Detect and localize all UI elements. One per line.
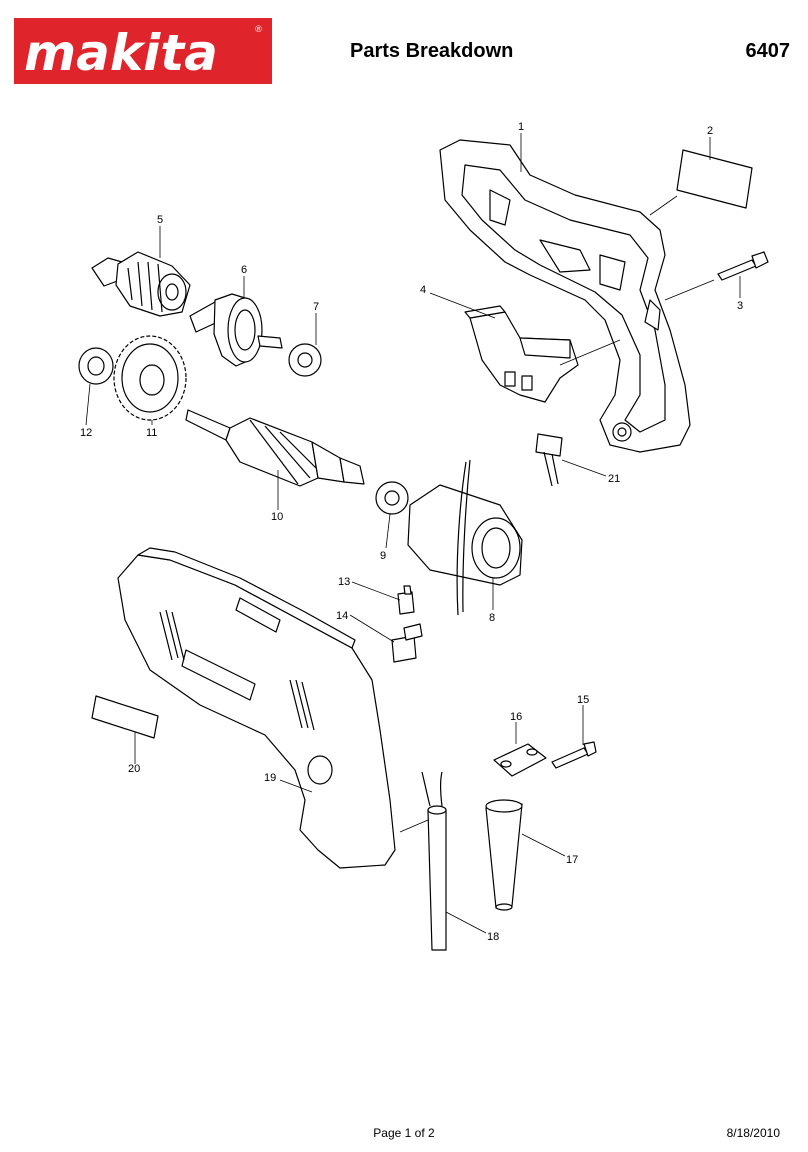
part-9-bearing bbox=[375, 481, 409, 515]
part-11-gear bbox=[113, 335, 187, 421]
part-5-chuck bbox=[91, 251, 191, 317]
print-date: 8/18/2010 bbox=[726, 1126, 780, 1140]
callout-4: 4 bbox=[420, 284, 426, 296]
callout-8: 8 bbox=[489, 612, 495, 624]
callout-9: 9 bbox=[380, 550, 386, 562]
callout-2: 2 bbox=[707, 125, 713, 137]
part-10-armature bbox=[185, 409, 365, 487]
callout-16: 16 bbox=[510, 711, 522, 723]
callout-19: 19 bbox=[264, 772, 276, 784]
part-1-housing bbox=[439, 139, 691, 453]
leader-lines bbox=[85, 133, 741, 934]
brand-wordmark: makita bbox=[24, 24, 218, 82]
page-number: Page 1 of 2 bbox=[373, 1126, 435, 1140]
callouts: 1 2 3 4 5 6 7 8 9 10 11 12 13 14 15 16 1… bbox=[80, 121, 743, 943]
part-14-carbon-brush bbox=[391, 623, 423, 663]
part-2-label bbox=[676, 149, 753, 209]
part-8-field bbox=[407, 459, 523, 616]
makita-logo: makita ® bbox=[14, 18, 272, 84]
callout-15: 15 bbox=[577, 694, 589, 706]
callout-14: 14 bbox=[336, 610, 348, 622]
callout-7: 7 bbox=[313, 301, 319, 313]
callout-3: 3 bbox=[737, 300, 743, 312]
part-18-power-cord bbox=[421, 771, 447, 951]
callout-10: 10 bbox=[271, 511, 283, 523]
callout-18: 18 bbox=[487, 931, 499, 943]
part-16-cord-clamp bbox=[493, 743, 547, 777]
callout-12: 12 bbox=[80, 427, 92, 439]
part-6-spindle-gear bbox=[189, 293, 283, 367]
registered-mark: ® bbox=[254, 25, 263, 35]
part-21-capacitor bbox=[535, 433, 563, 487]
part-12-bearing bbox=[78, 347, 114, 385]
callout-5: 5 bbox=[157, 214, 163, 226]
callout-6: 6 bbox=[241, 264, 247, 276]
callout-13: 13 bbox=[338, 576, 350, 588]
part-7-bearing bbox=[288, 343, 322, 377]
callout-11: 11 bbox=[146, 427, 157, 439]
part-20-label bbox=[91, 695, 159, 739]
callout-17: 17 bbox=[566, 854, 578, 866]
part-13-brush-holder bbox=[397, 585, 415, 615]
callout-20: 20 bbox=[128, 763, 140, 775]
part-3-screw bbox=[717, 251, 769, 281]
page-title: Parts Breakdown bbox=[350, 40, 514, 62]
part-15-screw bbox=[551, 741, 597, 769]
part-19-housing-set bbox=[117, 547, 396, 869]
callout-1: 1 bbox=[518, 121, 524, 133]
model-number: 6407 bbox=[745, 40, 791, 62]
part-4-switch bbox=[464, 305, 579, 403]
callout-21: 21 bbox=[608, 473, 620, 485]
part-17-strain-relief bbox=[485, 799, 523, 911]
